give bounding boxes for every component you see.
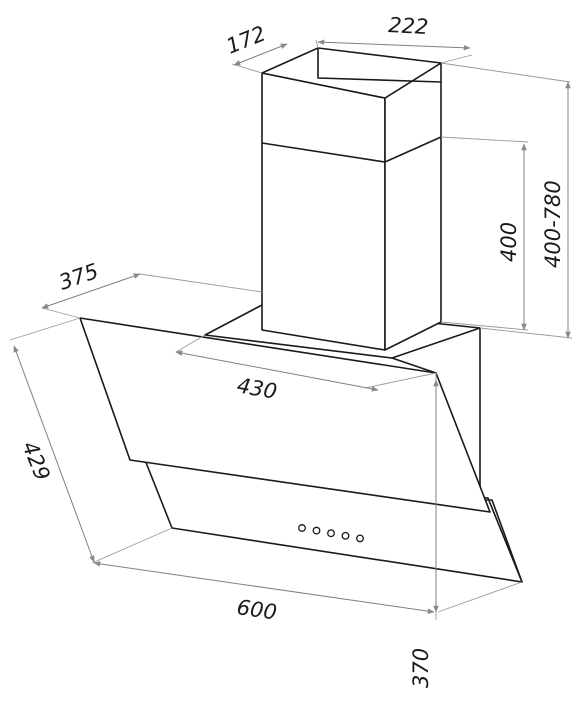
chimney (261, 47, 442, 351)
dim-label-222: 222 (388, 13, 429, 39)
control-buttons (298, 524, 364, 543)
dim-label-429: 429 (17, 438, 54, 484)
dim-line-172 (233, 43, 288, 66)
dim-label-400: 400 (497, 222, 521, 262)
dim-line-375 (41, 273, 141, 309)
dim-line-600 (93, 561, 435, 614)
control-button-icon (312, 526, 321, 535)
chimney-seam (261, 136, 442, 163)
chimney-front (261, 72, 386, 351)
dim-line-222 (317, 39, 471, 51)
dim-label-600: 600 (235, 595, 278, 624)
dim-line-430 (175, 350, 379, 392)
dim-line-429 (13, 345, 95, 563)
dim-label-370: 370 (409, 648, 433, 688)
hood-body (79, 304, 523, 583)
dim-label-172: 172 (223, 21, 269, 58)
control-button-icon (298, 524, 306, 532)
chimney-side (384, 62, 442, 351)
glass-panel (79, 317, 491, 513)
control-button-icon (356, 534, 364, 543)
dimension-lines (13, 39, 571, 614)
control-button-icon (327, 529, 335, 538)
dim-label-400-780: 400-780 (541, 180, 565, 268)
control-button-icon (341, 531, 350, 540)
